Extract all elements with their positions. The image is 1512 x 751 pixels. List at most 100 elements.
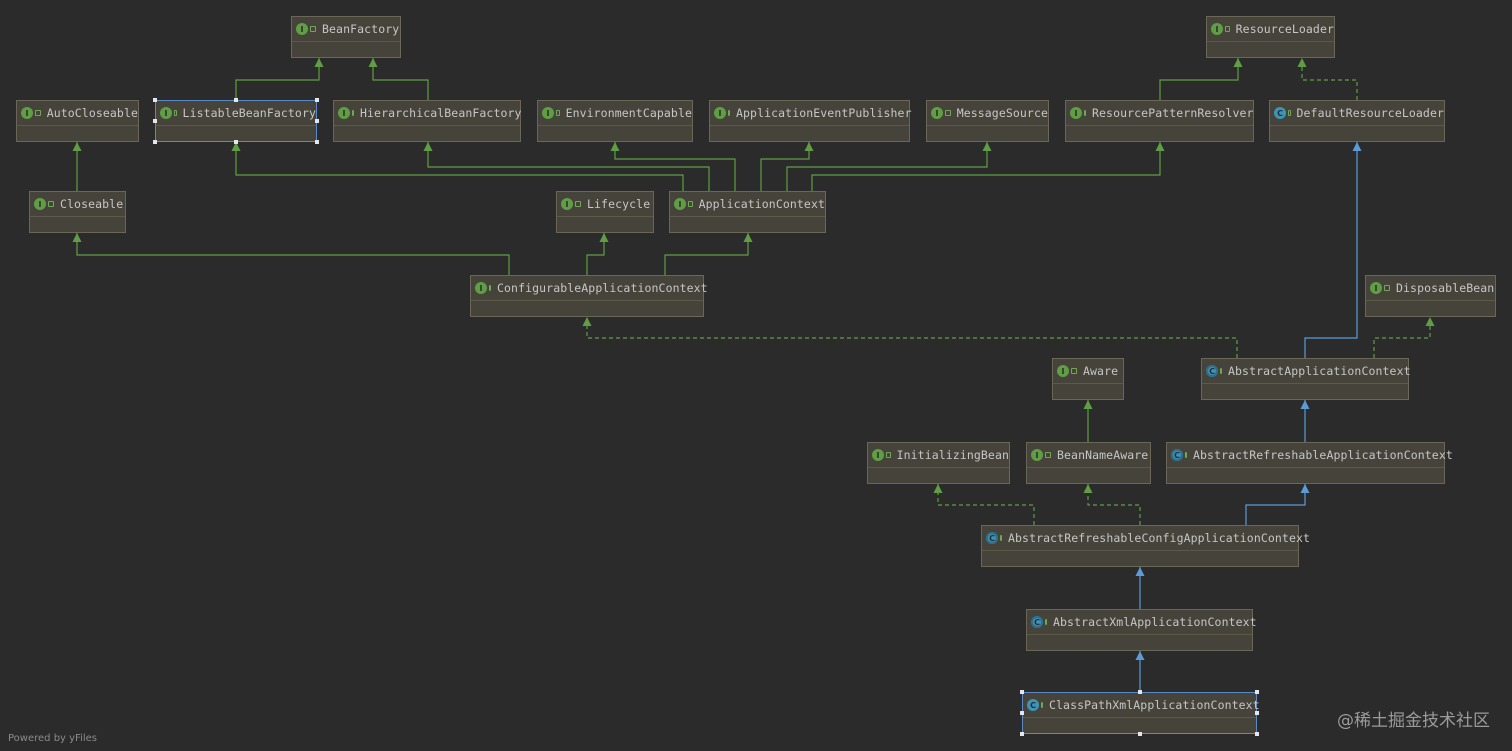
- edge-implements[interactable]: [1083, 484, 1141, 525]
- node-separator: [1027, 467, 1150, 468]
- selection-handle[interactable]: [153, 98, 157, 102]
- abstract-class-icon: C: [1031, 616, 1043, 628]
- edge-extends[interactable]: [72, 233, 510, 275]
- edge-class-extends[interactable]: [1135, 651, 1145, 692]
- node-separator: [471, 300, 703, 301]
- node-label: ConfigurableApplicationContext: [497, 281, 708, 295]
- selection-handle[interactable]: [1020, 732, 1024, 736]
- selection-handle[interactable]: [153, 119, 157, 123]
- edge-extends[interactable]: [760, 142, 814, 191]
- edge-extends[interactable]: [231, 142, 684, 191]
- edge-extends[interactable]: [72, 142, 82, 191]
- selection-handle[interactable]: [1137, 732, 1142, 736]
- edge-class-extends[interactable]: [1135, 567, 1145, 609]
- public-visibility-icon: [310, 26, 316, 32]
- selection-handle[interactable]: [1255, 711, 1259, 715]
- selection-handle[interactable]: [234, 98, 238, 102]
- edge-extends[interactable]: [586, 233, 609, 275]
- edge-class-extends[interactable]: [1304, 142, 1362, 358]
- selection-handle[interactable]: [1020, 690, 1024, 694]
- node-separator: [1027, 634, 1252, 635]
- edge-extends[interactable]: [368, 58, 429, 100]
- public-visibility-icon: [575, 201, 581, 207]
- edge-extends[interactable]: [1083, 400, 1093, 442]
- public-visibility-icon: [728, 110, 730, 116]
- edge-class-extends[interactable]: [1245, 484, 1310, 525]
- edge-extends[interactable]: [811, 142, 1165, 191]
- edge-extends[interactable]: [235, 58, 324, 100]
- node-separator: [1167, 467, 1444, 468]
- edge-extends[interactable]: [786, 142, 992, 191]
- arrowhead-icon: [368, 58, 378, 67]
- node-separator: [868, 467, 1009, 468]
- node-abstract-xml-application-context[interactable]: C AbstractXmlApplicationContext: [1026, 609, 1257, 651]
- edge-line: [235, 58, 320, 100]
- selection-handle[interactable]: [315, 140, 319, 144]
- selection-handle[interactable]: [315, 119, 319, 123]
- selection-handle[interactable]: [1020, 711, 1024, 715]
- arrowhead-icon: [1083, 484, 1093, 493]
- selection-handle[interactable]: [1255, 732, 1259, 736]
- node-separator: [156, 125, 316, 126]
- arrowhead-icon: [582, 317, 592, 326]
- public-visibility-icon: [489, 285, 491, 291]
- selection-handle[interactable]: [1137, 690, 1142, 694]
- node-label: Closeable: [60, 197, 124, 211]
- edge-extends[interactable]: [664, 233, 753, 275]
- interface-icon: I: [160, 107, 172, 119]
- edge-line: [372, 58, 429, 100]
- node-label: AbstractRefreshableConfigApplicationCont…: [1008, 531, 1311, 545]
- edge-implements[interactable]: [1297, 58, 1358, 100]
- arrowhead-icon: [1135, 651, 1145, 660]
- edge-implements[interactable]: [1373, 317, 1435, 358]
- node-separator: [1023, 717, 1256, 718]
- selection-handle[interactable]: [315, 98, 319, 102]
- edge-extends[interactable]: [1159, 58, 1243, 100]
- edge-class-extends[interactable]: [1300, 400, 1310, 442]
- arrowhead-icon: [314, 58, 324, 67]
- selection-handle[interactable]: [234, 140, 238, 144]
- edge-extends[interactable]: [423, 142, 710, 191]
- edge-line: [427, 142, 710, 191]
- selection-handle[interactable]: [1255, 690, 1259, 694]
- edge-implements[interactable]: [933, 484, 1035, 525]
- interface-icon: I: [674, 198, 686, 210]
- edge-implements[interactable]: [582, 317, 1238, 358]
- node-label: MessageSource: [956, 106, 1048, 120]
- node-separator: [1066, 125, 1253, 126]
- edge-extends[interactable]: [610, 142, 736, 191]
- selection-handle[interactable]: [153, 140, 157, 144]
- abstract-class-icon: C: [1171, 449, 1183, 461]
- interface-icon: I: [1057, 365, 1069, 377]
- node-label: AbstractXmlApplicationContext: [1053, 615, 1257, 629]
